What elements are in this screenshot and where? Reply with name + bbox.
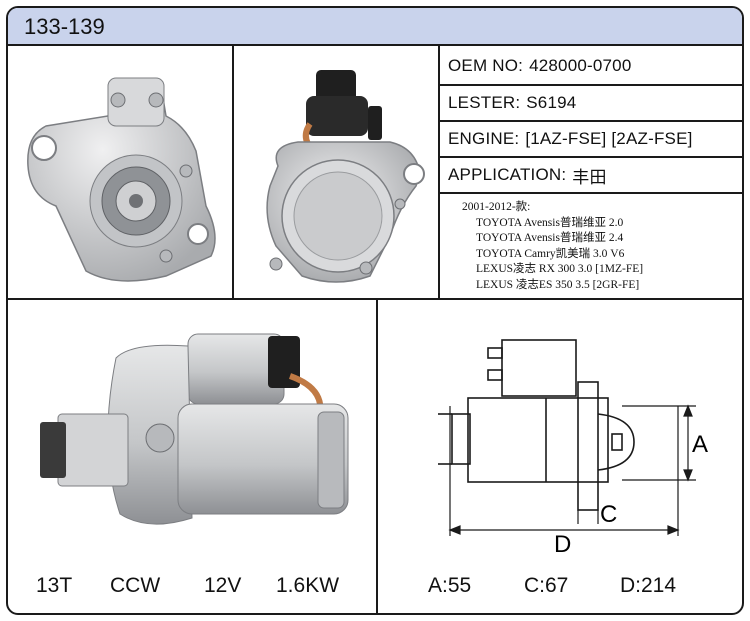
divider-v2 — [438, 46, 440, 300]
lester-value: S6194 — [526, 93, 577, 112]
rotation-direction: CCW — [110, 574, 161, 597]
divider-h-middle — [8, 298, 742, 300]
oem-value: 428000-0700 — [529, 56, 632, 75]
engine-label: ENGINE: — [448, 129, 520, 148]
divider-v1 — [232, 46, 234, 300]
application-item: LEXUS 凌志ES 350 3.5 [2GR-FE] — [476, 278, 640, 291]
application-item: TOYOTA Avensis普瑞维亚 2.0 — [476, 216, 624, 229]
dimension-d-value: D:214 — [620, 574, 677, 597]
application-years: 2001-2012-款: — [462, 201, 531, 213]
dimension-c-value: C:67 — [524, 574, 569, 597]
dimension-a-label: A — [692, 431, 708, 458]
spec-divider-3 — [440, 156, 742, 158]
voltage: 12V — [204, 574, 242, 597]
dimension-c-label: C — [600, 501, 617, 528]
spec-lester: LESTER: S6194 — [440, 86, 742, 120]
starter-side-photo — [40, 333, 349, 525]
application-item: TOYOTA Avensis普瑞维亚 2.4 — [476, 232, 624, 244]
spec-oem: OEM NO: 428000-0700 — [440, 48, 742, 84]
dimension-drawing: A C D — [438, 339, 708, 558]
teeth-count: 13T — [36, 574, 73, 597]
lester-label: LESTER: — [448, 93, 521, 112]
starter-front-photo — [27, 77, 216, 282]
power-rating: 1.6KW — [276, 574, 340, 597]
product-sheet: 133-139 OEM NO: 428000-0700 LESTER: S619… — [6, 6, 744, 615]
starter-rear-photo — [266, 70, 425, 283]
spec-divider-1 — [440, 84, 742, 86]
divider-v3 — [376, 300, 378, 613]
engine-value: [1AZ-FSE] [2AZ-FSE] — [525, 129, 693, 148]
dimension-a-value: A:55 — [428, 574, 472, 597]
header-tab: 133-139 — [8, 8, 208, 44]
oem-label: OEM NO: — [448, 56, 524, 75]
spec-divider-2 — [440, 120, 742, 122]
dimension-d-label: D — [554, 531, 571, 558]
application-list: 2001-2012-款: TOYOTA Avensis普瑞维亚 2.0 TOYO… — [448, 200, 742, 293]
spec-application: APPLICATION: 丰田 — [440, 158, 742, 192]
application-item: TOYOTA Camry凯美瑞 3.0 V6 — [476, 247, 625, 260]
application-label: APPLICATION: — [448, 165, 567, 184]
spec-engine: ENGINE: [1AZ-FSE] [2AZ-FSE] — [440, 122, 742, 156]
spec-divider-4 — [440, 192, 742, 194]
header-bar: 133-139 — [8, 8, 742, 46]
application-value: 丰田 — [572, 167, 607, 187]
application-item: LEXUS凌志 RX 300 3.0 [1MZ-FE] — [476, 263, 644, 275]
part-number-title: 133-139 — [24, 14, 105, 39]
